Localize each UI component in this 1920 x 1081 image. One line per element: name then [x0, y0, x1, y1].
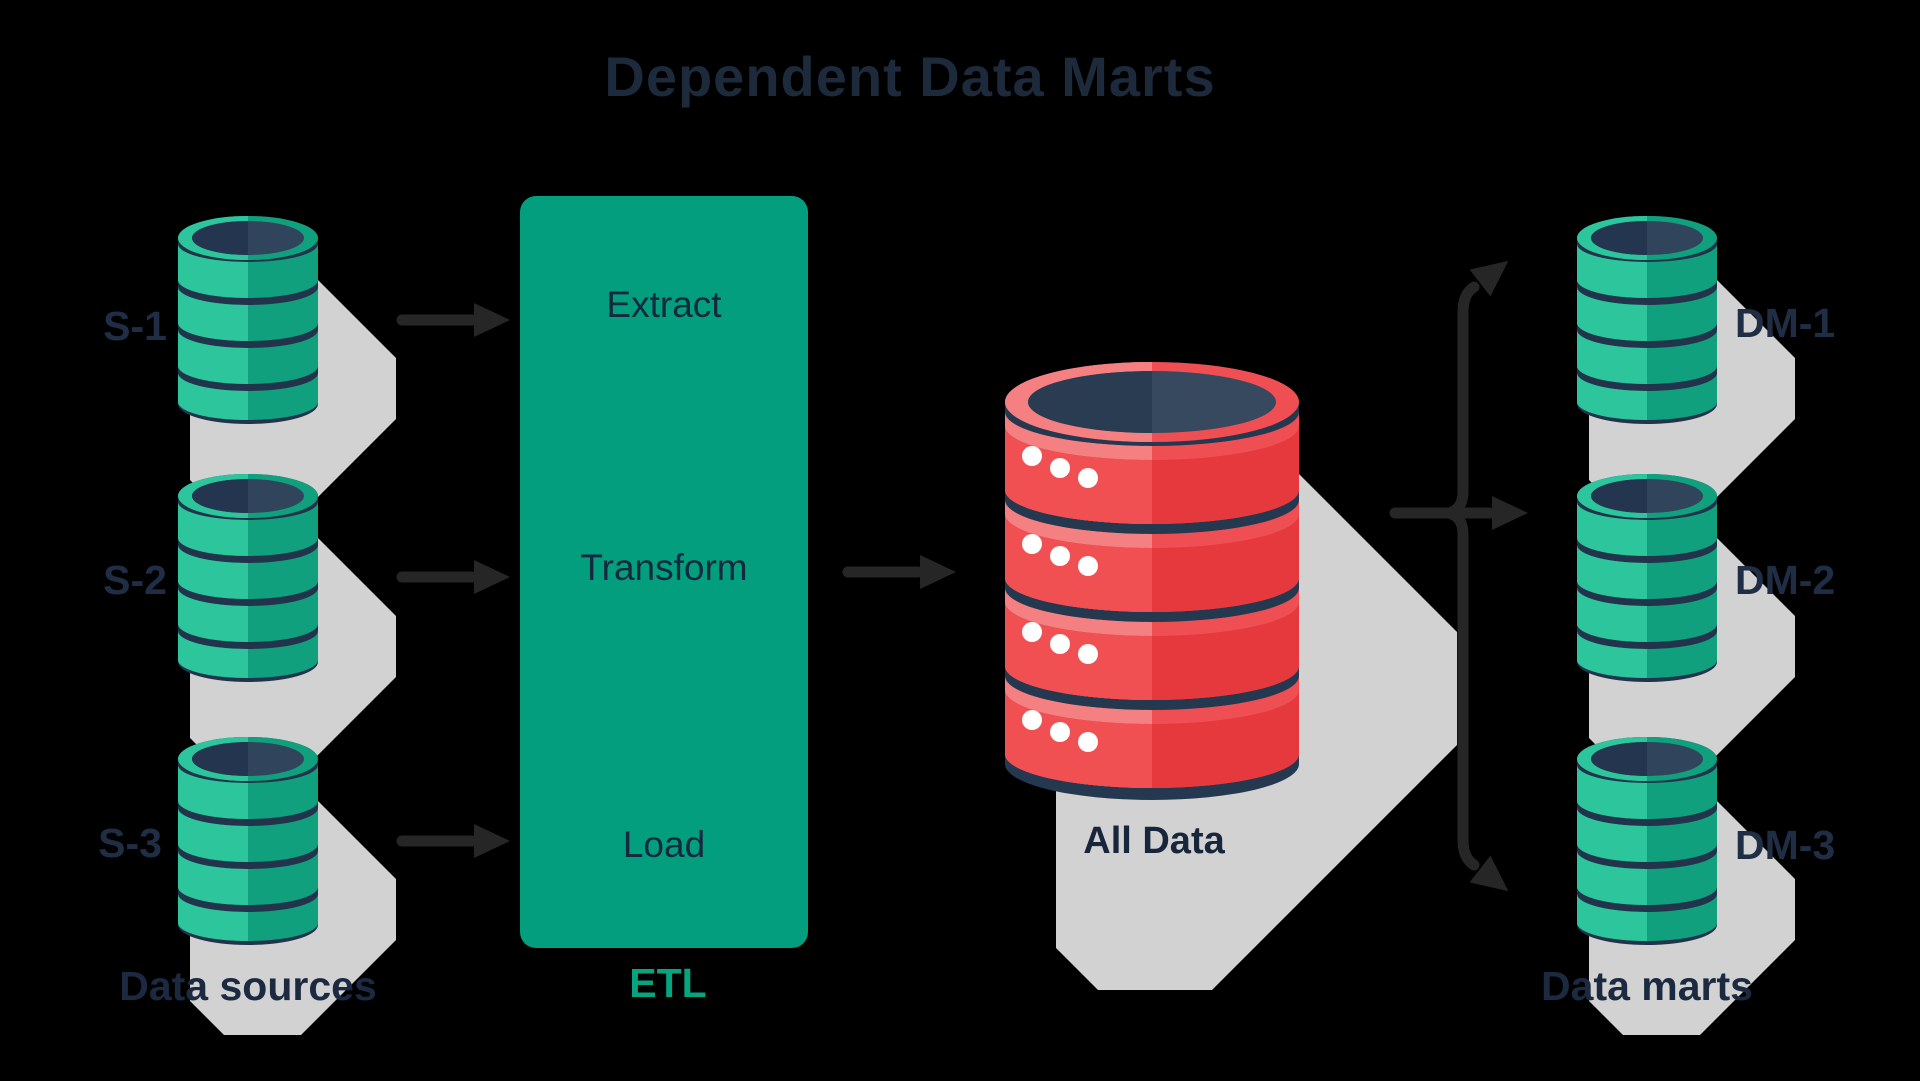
- source-database-icon-3: [178, 737, 318, 945]
- mart-database-icon-3: [1577, 737, 1717, 945]
- etl-step-load: Load: [622, 824, 706, 865]
- source-label-2: S-2: [103, 557, 167, 603]
- source-database-icon-2: [178, 474, 318, 682]
- long-shadows: [190, 222, 1795, 1035]
- arrow-icon: [396, 560, 510, 594]
- etl-step-transform: Transform: [580, 547, 748, 588]
- source-label-3: S-3: [98, 820, 162, 866]
- mart-label-3: DM-3: [1735, 822, 1836, 868]
- arrow-icon: [396, 303, 510, 337]
- sources-caption: Data sources: [119, 963, 377, 1009]
- source-database-icon-1: [178, 216, 318, 424]
- branch-arrows-icon: [1389, 247, 1528, 905]
- etl-process-box: [520, 196, 808, 948]
- arrow-icon: [842, 555, 956, 589]
- arrow-icon: [396, 824, 510, 858]
- etl-step-extract: Extract: [606, 284, 722, 325]
- source-label-1: S-1: [103, 303, 167, 349]
- mart-label-2: DM-2: [1735, 557, 1836, 603]
- mart-database-icon-2: [1577, 474, 1717, 682]
- warehouse-database-icon: [1005, 362, 1299, 800]
- marts-caption: Data marts: [1541, 963, 1753, 1009]
- mart-database-icon-1: [1577, 216, 1717, 424]
- flow-arrows: [396, 247, 1528, 905]
- mart-label-1: DM-1: [1735, 300, 1836, 346]
- etl-caption: ETL: [629, 960, 707, 1006]
- warehouse-label: All Data: [1083, 820, 1225, 862]
- page-title: Dependent Data Marts: [604, 45, 1216, 108]
